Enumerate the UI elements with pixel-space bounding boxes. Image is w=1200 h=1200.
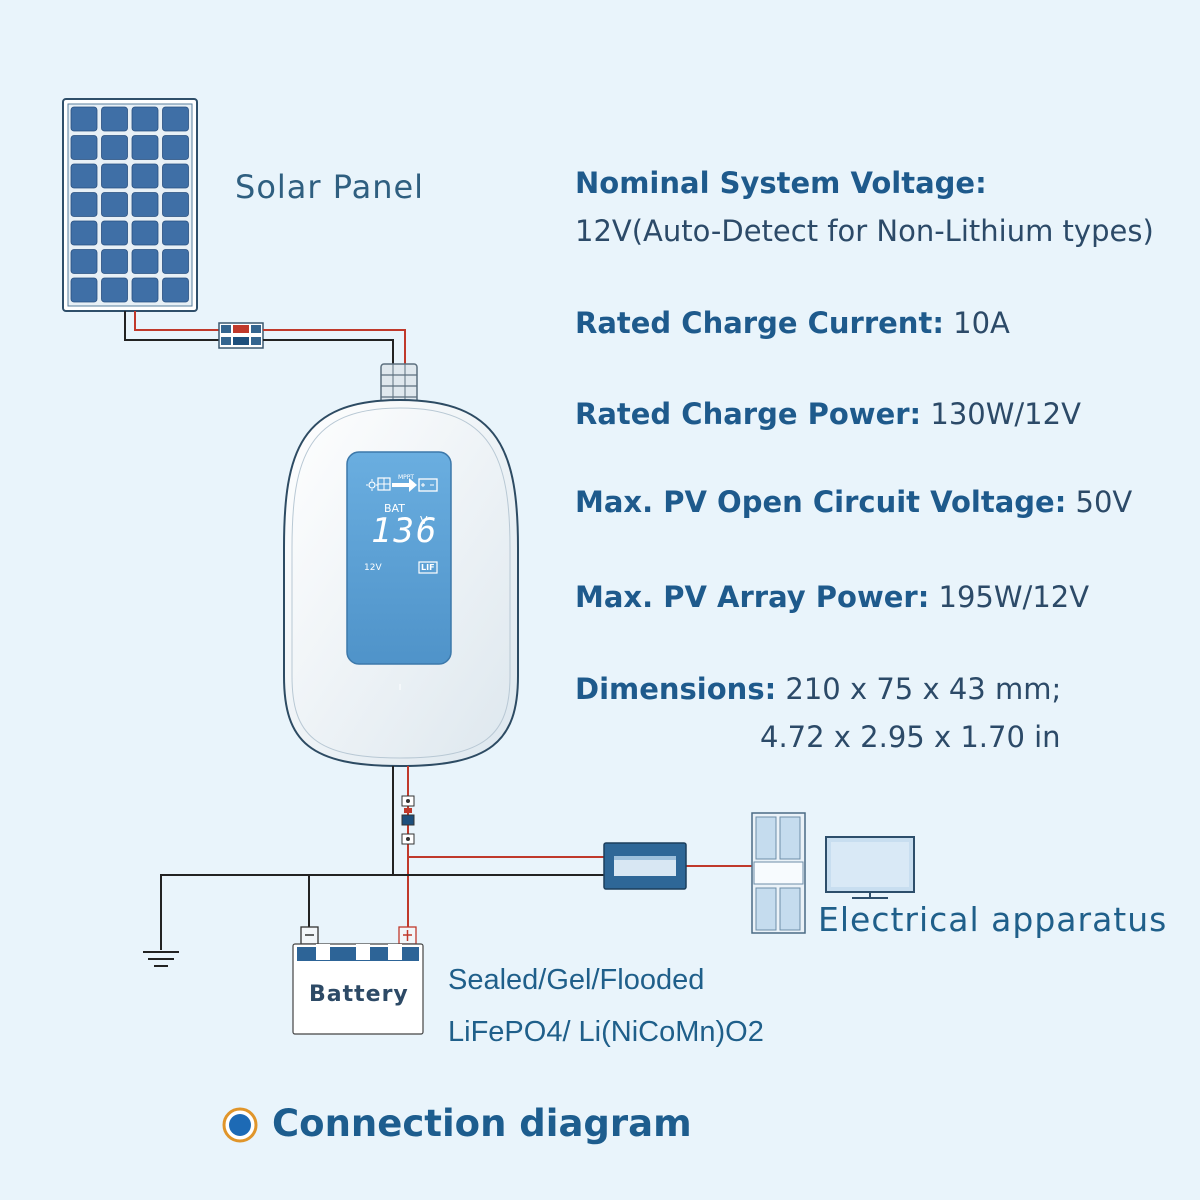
solar-cell xyxy=(162,135,189,160)
mc4-connector xyxy=(218,322,264,349)
spec-value: 50V xyxy=(1066,485,1133,519)
spec-key: Nominal System Voltage: xyxy=(575,166,987,200)
solar-cell xyxy=(70,135,98,160)
spec-charge-power: Rated Charge Power: 130W/12V xyxy=(575,397,1081,431)
battery-type-line-1: Sealed/Gel/Flooded xyxy=(448,964,705,996)
lcd-unit: V xyxy=(420,514,428,527)
inverter xyxy=(603,842,687,890)
monitor-icon xyxy=(825,836,915,899)
battery-type-line-2: LiFePO4/ Li(NiCoMn)O2 xyxy=(448,1016,764,1048)
solar-cell xyxy=(131,277,159,303)
solar-cell xyxy=(70,163,98,189)
lcd-mode-box xyxy=(418,561,438,574)
spec-nominal-voltage: Nominal System Voltage: xyxy=(575,166,987,200)
solar-cell xyxy=(162,163,189,189)
solar-cell xyxy=(101,163,128,189)
spec-value: 210 x 75 x 43 mm; xyxy=(776,672,1062,706)
output-wires xyxy=(160,766,752,950)
lcd-panel-icon xyxy=(377,477,391,491)
solar-cell xyxy=(131,192,159,217)
lcd-screen xyxy=(346,451,452,665)
spec-value: 12V(Auto-Detect for Non-Lithium types) xyxy=(575,214,1154,248)
solar-cell xyxy=(131,163,159,189)
lcd-arrow-icon xyxy=(392,478,417,492)
lcd-voltage-readout: 136 xyxy=(371,511,439,551)
battery-label: Battery xyxy=(309,982,409,1007)
solar-panel xyxy=(62,98,198,312)
spec-dimensions: Dimensions: 210 x 75 x 43 mm; xyxy=(575,672,1061,706)
solar-cell xyxy=(70,249,98,274)
footer-title: Connection diagram xyxy=(272,1102,692,1145)
spec-pv-open-circuit: Max. PV Open Circuit Voltage: 50V xyxy=(575,485,1132,519)
solar-cell xyxy=(101,135,128,160)
spec-value: 130W/12V xyxy=(921,397,1081,431)
lcd-system-voltage: 12V xyxy=(364,563,382,573)
solar-wires xyxy=(124,311,406,366)
solar-cell xyxy=(131,249,159,274)
spec-charge-current: Rated Charge Current: 10A xyxy=(575,306,1010,340)
solar-cell xyxy=(131,135,159,160)
solar-cell xyxy=(131,220,159,246)
solar-cells xyxy=(70,106,189,303)
solar-cell xyxy=(131,106,159,132)
fuse xyxy=(401,795,415,845)
spec-value: 195W/12V xyxy=(929,580,1090,614)
solar-cell xyxy=(101,249,128,274)
solar-cell xyxy=(70,220,98,246)
spec-key: Max. PV Open Circuit Voltage: xyxy=(575,485,1067,519)
lcd-bat-label: BAT xyxy=(384,502,405,515)
spec-nominal-voltage-value: 12V(Auto-Detect for Non-Lithium types) xyxy=(575,214,1154,248)
spec-key: Dimensions: xyxy=(575,672,777,706)
solar-cell xyxy=(162,249,189,274)
distribution-box xyxy=(751,812,806,934)
spec-value: 10A xyxy=(943,306,1010,340)
ground-icon xyxy=(143,951,179,967)
spec-pv-array-power: Max. PV Array Power: 195W/12V xyxy=(575,580,1089,614)
solar-cell xyxy=(162,277,189,303)
solar-cell xyxy=(70,277,98,303)
solar-cell xyxy=(101,220,128,246)
charge-controller xyxy=(283,398,519,768)
solar-panel-label: Solar Panel xyxy=(235,168,425,206)
solar-cell xyxy=(162,106,189,132)
spec-key: Rated Charge Power: xyxy=(575,397,922,431)
solar-cell xyxy=(70,192,98,217)
spec-key: Rated Charge Current: xyxy=(575,306,944,340)
electrical-apparatus-label: Electrical apparatus xyxy=(818,900,1168,939)
footer-bullet-icon xyxy=(222,1107,258,1143)
solar-cell xyxy=(101,106,128,132)
solar-cell xyxy=(70,106,98,132)
spec-key: Max. PV Array Power: xyxy=(575,580,930,614)
solar-cell xyxy=(162,192,189,217)
lcd-mppt-label: MPPT xyxy=(398,474,415,481)
solar-cell xyxy=(162,220,189,246)
solar-cell xyxy=(101,277,128,303)
spec-dimensions-inches: 4.72 x 2.95 x 1.70 in xyxy=(760,720,1061,754)
battery xyxy=(292,926,424,1035)
lcd-mode: LIF xyxy=(421,563,435,572)
solar-cell xyxy=(101,192,128,217)
lcd-battery-icon xyxy=(418,478,438,492)
spec-value: 4.72 x 2.95 x 1.70 in xyxy=(760,720,1061,754)
